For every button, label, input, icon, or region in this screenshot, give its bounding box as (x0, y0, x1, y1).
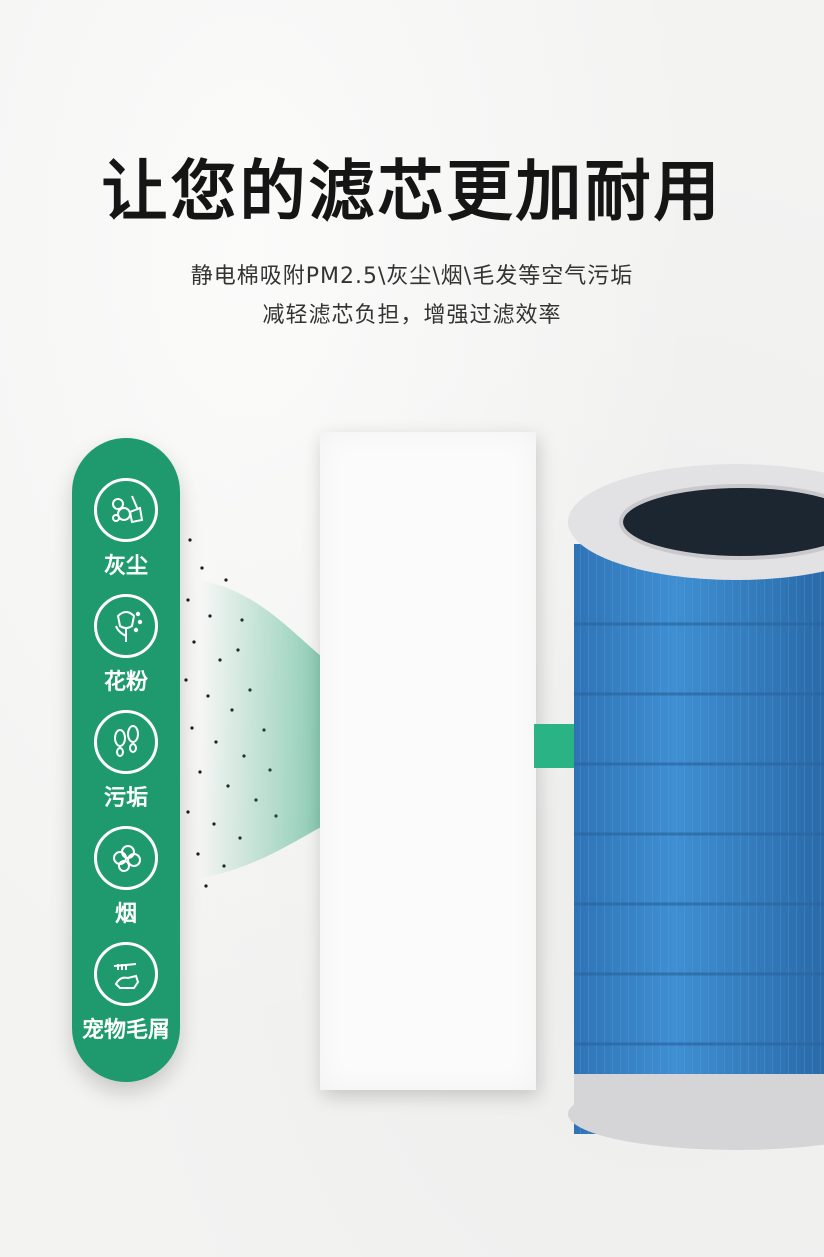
subtitle-line-1: 静电棉吸附PM2.5\灰尘\烟\毛发等空气污垢 (190, 264, 634, 289)
pollutant-label: 污垢 (103, 786, 148, 811)
pet-dander-icon (94, 942, 158, 1006)
air-flow-funnel (200, 580, 438, 878)
pollutant-item-dirt: 污垢 (72, 710, 180, 812)
dust-icon (94, 478, 158, 542)
pollutant-item-smoke: 烟 (72, 826, 180, 928)
pollen-flower-icon (94, 594, 158, 658)
smoke-cloud-icon (94, 826, 158, 890)
pollutant-label: 宠物毛屑 (81, 1018, 170, 1043)
headline: 让您的滤芯更加耐用 (101, 153, 723, 230)
pollutant-label: 花粉 (103, 670, 148, 695)
pollutant-item-pet-dander: 宠物毛屑 (72, 942, 180, 1044)
pollutant-pill: 灰尘 花粉 污垢 (72, 438, 180, 1082)
pollutant-label: 烟 (114, 902, 137, 927)
subtitle-line-2: 减轻滤芯负担，增强过滤效率 (262, 303, 562, 328)
electrostatic-cotton-sheet (320, 432, 536, 1090)
pollutant-label: 灰尘 (103, 554, 148, 579)
cylindrical-hepa-filter (568, 464, 824, 1150)
pollutant-item-dust: 灰尘 (72, 478, 180, 580)
pollutant-item-pollen: 花粉 (72, 594, 180, 696)
footprint-dirt-icon (94, 710, 158, 774)
